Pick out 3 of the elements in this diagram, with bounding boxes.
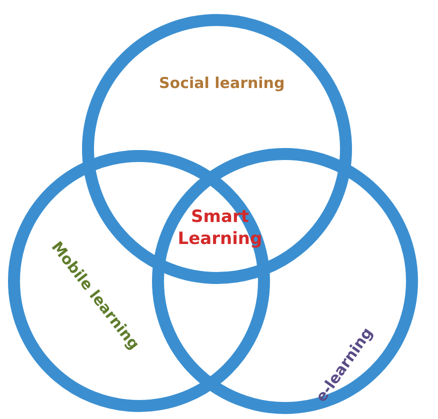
venn-circle [152, 148, 418, 414]
circle-label: Social learning [159, 74, 285, 92]
venn-circle [8, 150, 270, 412]
